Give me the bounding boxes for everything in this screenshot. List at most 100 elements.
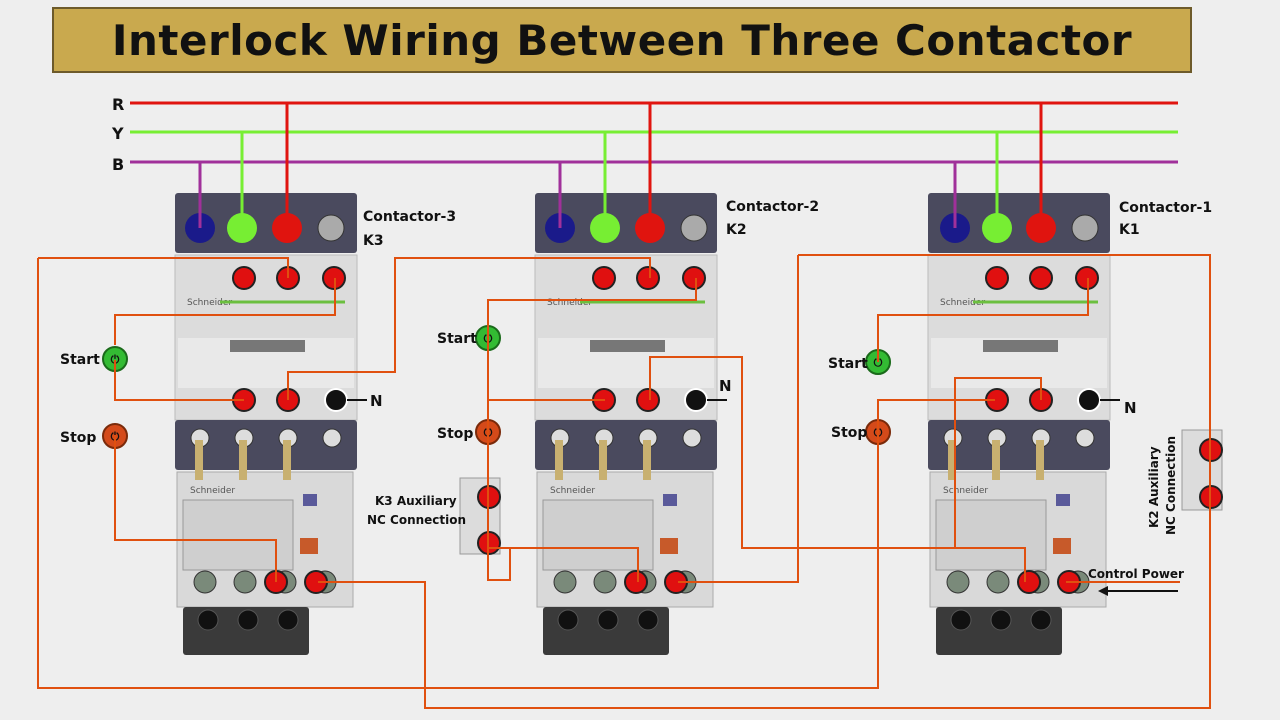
power-button-icon: ⏻ bbox=[111, 353, 120, 366]
phase-label-b: B bbox=[112, 155, 124, 174]
phase-label-y: Y bbox=[111, 124, 124, 143]
overload-test bbox=[663, 494, 677, 506]
overload-reset bbox=[300, 538, 318, 554]
k3-aux-label-1: K3 Auxiliary bbox=[375, 494, 457, 508]
k2-stop-hold bbox=[487, 399, 605, 432]
coil-terminal-block bbox=[535, 420, 717, 470]
top-terminal-block bbox=[928, 193, 1110, 253]
neutral-terminal bbox=[684, 388, 708, 412]
stop-label: Stop bbox=[831, 425, 867, 441]
outer-return-k3 bbox=[37, 258, 879, 689]
screw-terminal bbox=[682, 428, 702, 448]
overload-test bbox=[1056, 494, 1070, 506]
output-screw bbox=[1030, 609, 1052, 631]
stop-label: Stop bbox=[60, 430, 96, 446]
ol-terminal-96 bbox=[624, 570, 648, 594]
k2-power bbox=[678, 255, 799, 583]
screw-terminal bbox=[322, 428, 342, 448]
overload-lead bbox=[948, 440, 956, 480]
contactor-label-plate bbox=[983, 340, 1058, 352]
power-button-icon: ⏻ bbox=[874, 356, 883, 369]
brand-label: Schneider bbox=[187, 298, 232, 308]
k3-power bbox=[318, 254, 1211, 709]
overload-dial bbox=[542, 499, 654, 571]
output-screw bbox=[637, 609, 659, 631]
overload-lead bbox=[239, 440, 247, 480]
top-terminal-block bbox=[535, 193, 717, 253]
k2-aux-label-2: NC Connection bbox=[1164, 436, 1178, 535]
overload-dial bbox=[182, 499, 294, 571]
overload-terminal bbox=[233, 570, 257, 594]
k3-interlock bbox=[287, 257, 651, 400]
start-label: Start bbox=[60, 352, 100, 368]
overload-dial bbox=[935, 499, 1047, 571]
stop-label: Stop bbox=[437, 426, 473, 442]
screw-terminal bbox=[1075, 428, 1095, 448]
output-screw bbox=[597, 609, 619, 631]
contactor-tag-label: K1 bbox=[1119, 222, 1140, 238]
brand-label: Schneider bbox=[940, 298, 985, 308]
start-label: Start bbox=[828, 356, 868, 372]
output-screw bbox=[990, 609, 1012, 631]
overload-brand: Schneider bbox=[190, 486, 235, 496]
aux-terminal-13 bbox=[985, 266, 1009, 290]
overload-terminal bbox=[193, 570, 217, 594]
brand-label: Schneider bbox=[547, 298, 592, 308]
output-screw bbox=[557, 609, 579, 631]
neutral-terminal bbox=[324, 388, 348, 412]
overload-reset bbox=[660, 538, 678, 554]
aux-terminal-13 bbox=[232, 266, 256, 290]
overload-terminal bbox=[553, 570, 577, 594]
neutral-label: N bbox=[1124, 399, 1137, 417]
overload-lead bbox=[283, 440, 291, 480]
overload-test bbox=[303, 494, 317, 506]
title-banner: Interlock Wiring Between Three Contactor bbox=[52, 7, 1192, 73]
overload-brand: Schneider bbox=[943, 486, 988, 496]
overload-lead bbox=[992, 440, 1000, 480]
neutral-label: N bbox=[370, 392, 383, 410]
overload-lead bbox=[643, 440, 651, 480]
contactor-label-plate bbox=[590, 340, 665, 352]
contactor-tag-label: K2 bbox=[726, 222, 747, 238]
output-screw bbox=[950, 609, 972, 631]
contactor-name-label: Contactor-3 bbox=[363, 209, 456, 225]
terminal-a1-screw bbox=[680, 214, 708, 242]
coil-terminal-block bbox=[175, 420, 357, 470]
terminal-a1-screw bbox=[317, 214, 345, 242]
overload-brand: Schneider bbox=[550, 486, 595, 496]
overload-lead bbox=[599, 440, 607, 480]
overload-reset bbox=[1053, 538, 1071, 554]
aux-terminal-13 bbox=[592, 266, 616, 290]
start-label: Start bbox=[437, 331, 477, 347]
aux-terminal-22 bbox=[636, 388, 660, 412]
contactor-label-plate bbox=[230, 340, 305, 352]
output-screw bbox=[237, 609, 259, 631]
overload-lead bbox=[1036, 440, 1044, 480]
phase-label-r: R bbox=[112, 95, 124, 114]
overload-terminal bbox=[986, 570, 1010, 594]
ol-terminal-96 bbox=[1017, 570, 1041, 594]
aux-terminal-21 bbox=[636, 266, 660, 290]
neutral-label: N bbox=[719, 377, 732, 395]
arrow-head-icon bbox=[1098, 586, 1108, 596]
k2-start-top bbox=[487, 278, 697, 338]
overload-terminal bbox=[593, 570, 617, 594]
k3-loop-top bbox=[38, 257, 289, 278]
contactor-tag-label: K3 bbox=[363, 233, 384, 249]
control-power-label: Control Power bbox=[1088, 567, 1184, 581]
k1-interlock bbox=[954, 377, 1042, 549]
aux-terminal-a1 bbox=[682, 266, 706, 290]
k3-start-feed bbox=[114, 278, 336, 345]
overload-lead bbox=[195, 440, 203, 480]
k2-aux-label-1: K2 Auxiliary bbox=[1147, 446, 1161, 528]
diagram-title: Interlock Wiring Between Three Contactor bbox=[111, 15, 1133, 65]
output-screw bbox=[197, 609, 219, 631]
k1-start-top bbox=[877, 278, 1089, 362]
terminal-a1-screw bbox=[1071, 214, 1099, 242]
k3-aux-label-2: NC Connection bbox=[367, 513, 466, 527]
contactor-name-label: Contactor-2 bbox=[726, 199, 819, 215]
k2-ol bbox=[488, 547, 639, 582]
